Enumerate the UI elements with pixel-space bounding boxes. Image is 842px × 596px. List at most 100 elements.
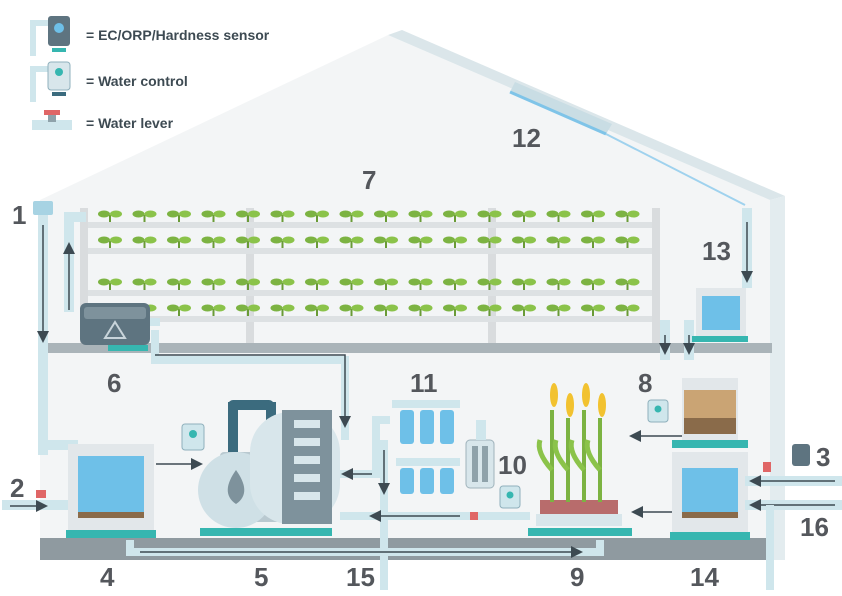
seedling xyxy=(477,278,502,290)
callout-12: 12 xyxy=(512,123,541,153)
vertical-farm-rack xyxy=(80,208,660,343)
roof-vent xyxy=(509,82,746,206)
seedling xyxy=(477,236,502,248)
water-control-a xyxy=(156,423,205,470)
seedling xyxy=(581,236,605,248)
seedling xyxy=(477,304,502,316)
underground-return xyxy=(126,540,604,558)
seedling xyxy=(546,304,571,316)
callout-8: 8 xyxy=(638,368,653,398)
seedling xyxy=(201,304,226,316)
seedling xyxy=(477,210,502,222)
seedling xyxy=(512,210,536,222)
seedling xyxy=(236,278,260,290)
legend-row-water-control: = Water control xyxy=(28,58,188,104)
seedling xyxy=(512,236,536,248)
seedling xyxy=(374,210,398,222)
shelf xyxy=(88,316,652,322)
seedling xyxy=(167,278,191,290)
callout-4: 4 xyxy=(100,562,115,592)
seedling xyxy=(305,210,329,222)
seedling xyxy=(132,236,157,248)
legend-label-sensor: = EC/ORP/Hardness sensor xyxy=(86,27,270,43)
uv-unit xyxy=(465,420,495,489)
nutrient-doser xyxy=(80,303,160,351)
seedling xyxy=(408,304,433,316)
seedling xyxy=(339,236,364,248)
return-pipe xyxy=(151,330,351,440)
shelf xyxy=(88,222,652,228)
seedling xyxy=(167,210,191,222)
callout-14: 14 xyxy=(690,562,719,592)
biofilter-tower xyxy=(629,320,748,448)
seedling xyxy=(374,304,398,316)
seedling xyxy=(512,304,536,316)
callout-2: 2 xyxy=(10,473,25,503)
seedling xyxy=(98,210,122,222)
ec-orp-hardness-sensor-icon xyxy=(30,16,70,56)
seedling xyxy=(408,210,433,222)
seedling xyxy=(305,304,329,316)
seedling xyxy=(270,210,295,222)
seedling xyxy=(443,278,467,290)
seedling xyxy=(305,278,329,290)
filter-bank xyxy=(392,400,460,494)
callout-15: 15 xyxy=(346,562,375,592)
water-lever-icon xyxy=(32,110,72,130)
seedling xyxy=(546,278,571,290)
lower-tank xyxy=(631,452,750,540)
callout-5: 5 xyxy=(254,562,269,592)
legend-label-water-control: = Water control xyxy=(86,73,188,89)
riser-pipe xyxy=(63,212,86,312)
callout-1: 1 xyxy=(12,200,27,230)
shelf xyxy=(88,248,652,254)
filter-pipes xyxy=(340,416,530,590)
corn-planter xyxy=(528,383,632,536)
seedling xyxy=(201,236,226,248)
callout-7: 7 xyxy=(362,165,377,195)
corn-plant xyxy=(552,393,574,502)
shelf xyxy=(88,290,652,296)
seedling xyxy=(374,236,398,248)
seedling xyxy=(339,210,364,222)
seedling xyxy=(615,236,640,248)
seedling xyxy=(270,304,295,316)
seedling xyxy=(443,236,467,248)
callout-6: 6 xyxy=(107,368,122,398)
seedling xyxy=(339,304,364,316)
seedling xyxy=(546,210,571,222)
seedling xyxy=(236,304,260,316)
legend-row-water-lever: = Water lever xyxy=(28,100,173,146)
seedling xyxy=(201,210,226,222)
callout-10: 10 xyxy=(498,450,527,480)
seedling xyxy=(615,210,640,222)
collection-tank xyxy=(2,444,156,538)
seedling xyxy=(132,210,157,222)
corn-plant xyxy=(536,383,558,502)
legend-row-sensor: = EC/ORP/Hardness sensor xyxy=(28,12,269,58)
seedling xyxy=(305,236,329,248)
side-inlets xyxy=(745,444,842,590)
seedling xyxy=(339,278,364,290)
callout-16: 16 xyxy=(800,512,829,542)
seedling xyxy=(581,278,605,290)
seedling xyxy=(167,236,191,248)
rainwater-inlet xyxy=(33,201,78,455)
seedling xyxy=(615,278,640,290)
greenhouse-shell xyxy=(40,30,785,560)
seedling xyxy=(581,304,605,316)
seedling xyxy=(98,236,122,248)
seedling xyxy=(581,210,605,222)
seedling xyxy=(236,210,260,222)
seedling xyxy=(546,236,571,248)
seedling xyxy=(443,304,467,316)
seedling xyxy=(512,278,536,290)
seedling xyxy=(408,236,433,248)
seedling xyxy=(443,210,467,222)
callout-9: 9 xyxy=(570,562,585,592)
seedling xyxy=(270,278,295,290)
overflow-tank xyxy=(692,208,753,342)
seedling xyxy=(374,278,398,290)
seedling xyxy=(132,278,157,290)
